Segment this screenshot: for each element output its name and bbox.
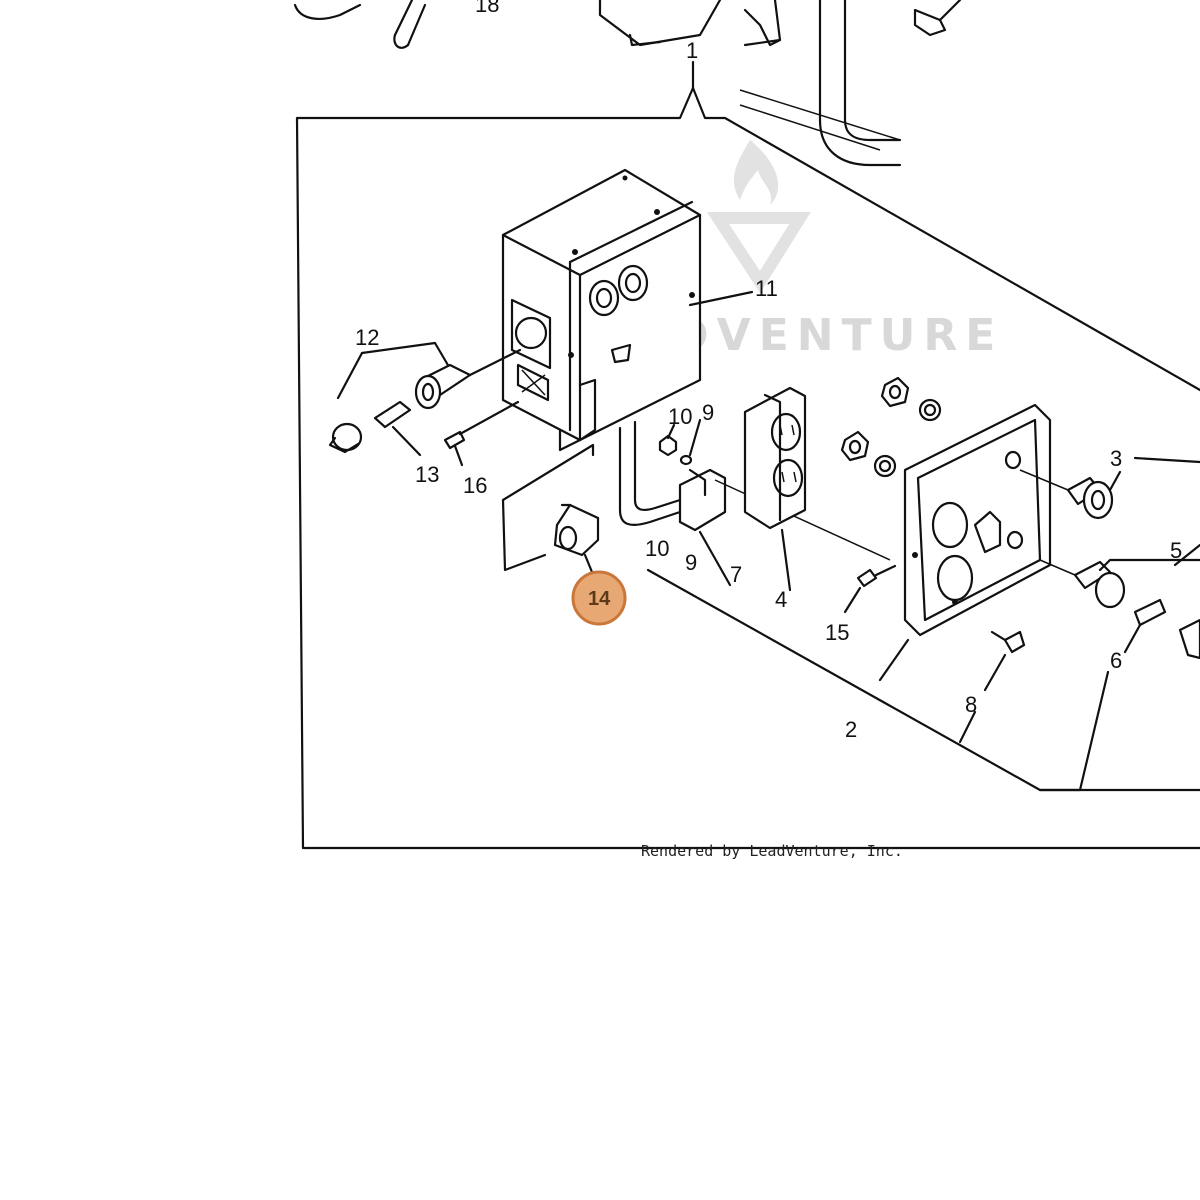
socket-5-6	[1039, 543, 1200, 660]
callout-13: 13	[415, 462, 439, 487]
highlight-marker[interactable]	[571, 570, 627, 626]
callout-11: 11	[755, 276, 778, 301]
cord	[618, 420, 682, 526]
callout-labels: 18 1 11 12 13 16 10 9 3 5 10 9 7 4 15 6 …	[355, 0, 1182, 742]
callout-12: 12	[355, 325, 379, 350]
assembly-boundary	[295, 60, 1200, 850]
callout-4: 4	[775, 587, 787, 612]
switch-assembly	[501, 443, 600, 574]
callout-5: 5	[1170, 538, 1182, 563]
callout-10-lower: 10	[645, 536, 669, 561]
socket-3	[1019, 456, 1200, 520]
callout-2: 2	[845, 717, 857, 742]
callout-10-upper: 10	[668, 404, 692, 429]
electrical-box	[501, 168, 754, 452]
light-socket-assembly	[328, 341, 522, 467]
callout-15: 15	[825, 620, 849, 645]
callout-9-lower: 9	[685, 550, 697, 575]
callout-7: 7	[730, 562, 742, 587]
render-credit: Rendered by LeadVenture, Inc.	[641, 842, 903, 860]
callout-3: 3	[1110, 446, 1122, 471]
grouping-lines	[646, 568, 1200, 792]
highlighted-callout-14[interactable]: 14	[571, 570, 627, 626]
duplex-receptacle	[743, 386, 807, 592]
screw-15	[843, 564, 897, 614]
callout-8: 8	[965, 692, 977, 717]
nut-and-washer	[658, 418, 702, 466]
cover-plate	[878, 403, 1052, 682]
top-partial-assembly	[293, 0, 962, 167]
callout-18: 18	[475, 0, 499, 17]
callout-6: 6	[1110, 648, 1122, 673]
screw-8	[983, 630, 1026, 692]
callout-1: 1	[686, 38, 698, 63]
mounting-nuts	[840, 376, 942, 478]
callout-14[interactable]: 14	[588, 588, 611, 610]
callout-16: 16	[463, 473, 487, 498]
callout-9-upper: 9	[702, 400, 714, 425]
